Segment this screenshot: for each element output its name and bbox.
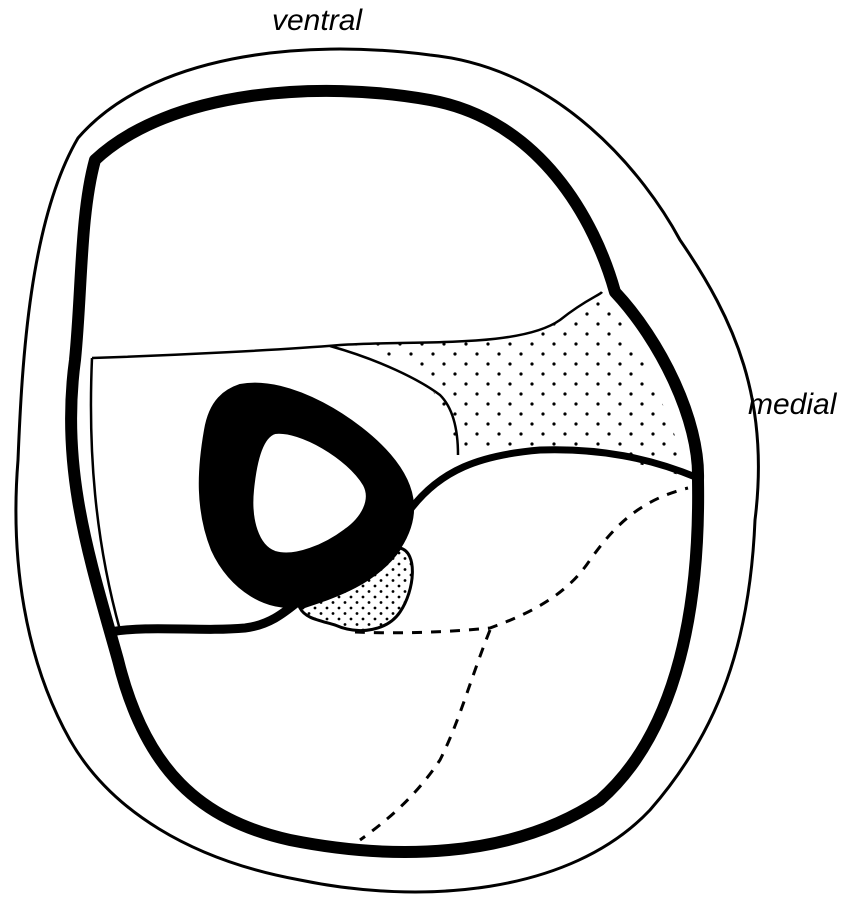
dashed-line-vertical: [360, 630, 490, 840]
